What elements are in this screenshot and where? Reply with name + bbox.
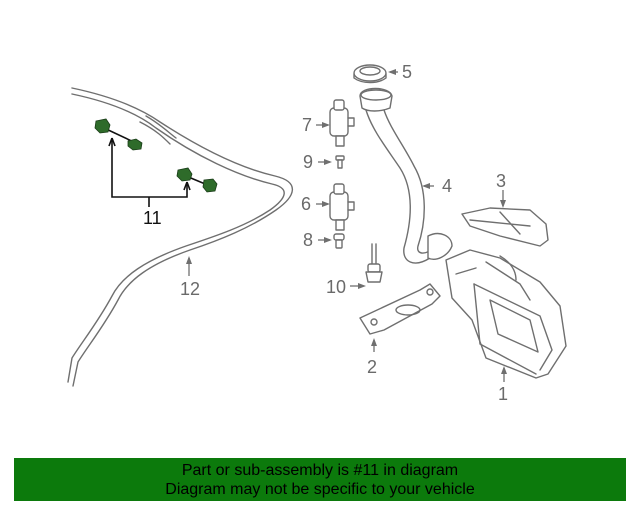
filler-neck-4	[359, 87, 453, 264]
parts-diagram: 11 12 5 4 7 9	[67, 62, 567, 404]
grommet-8	[333, 233, 345, 249]
washer-pump-6	[329, 183, 355, 231]
callout-11-bracket	[108, 137, 191, 207]
callout-10[interactable]: 10	[326, 277, 346, 297]
reservoir-cover-3	[461, 207, 549, 247]
callout-3[interactable]: 3	[496, 171, 506, 191]
level-sensor-10	[365, 243, 383, 283]
callout-4[interactable]: 4	[442, 176, 452, 196]
callout-9[interactable]: 9	[303, 152, 313, 172]
filler-cap-5	[353, 64, 387, 84]
callout-11[interactable]: 11	[143, 208, 162, 228]
callout-5[interactable]: 5	[402, 62, 412, 82]
mounting-bracket-2	[359, 283, 441, 335]
callout-2[interactable]: 2	[367, 357, 377, 377]
banner-line-disclaimer: Diagram may not be specific to your vehi…	[165, 481, 475, 498]
washer-hose-12	[67, 87, 293, 387]
callout-6[interactable]: 6	[301, 194, 311, 214]
callout-8[interactable]: 8	[303, 230, 313, 250]
washer-nozzle-11[interactable]	[94, 118, 218, 193]
callout-12[interactable]: 12	[180, 279, 200, 299]
callout-1[interactable]: 1	[498, 384, 508, 404]
washer-reservoir-1	[445, 249, 567, 379]
callout-7[interactable]: 7	[302, 115, 312, 135]
banner-line-part: Part or sub-assembly is #11 in diagram	[181, 462, 459, 479]
grommet-9	[335, 155, 345, 169]
washer-pump-7	[329, 99, 355, 147]
info-banner: Part or sub-assembly is #11 in diagram D…	[14, 458, 626, 501]
